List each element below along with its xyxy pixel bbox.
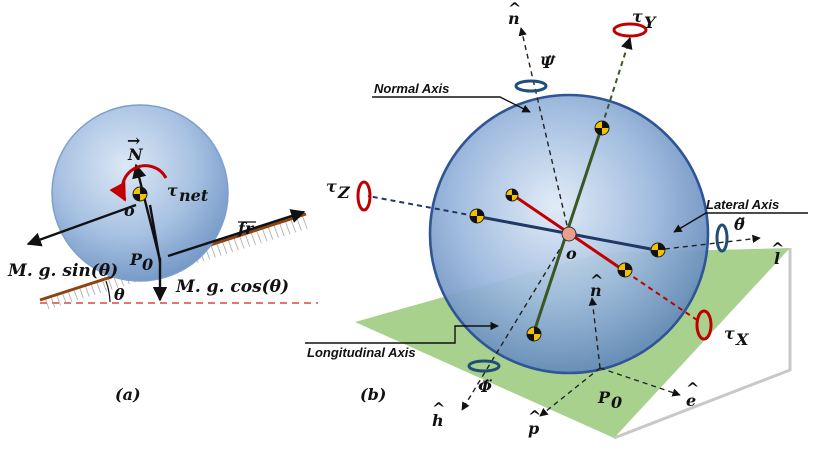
n-hat-plane-label: n [590, 281, 602, 300]
n-hat-top-label: n [508, 9, 520, 28]
friction-arrow [167, 209, 306, 258]
psi-label: Ψ̈ [540, 53, 556, 72]
marker-right [650, 242, 666, 258]
gravity-normal-label: M. g. cos(θ) [175, 277, 289, 297]
normal-force-vec: → [127, 131, 140, 150]
phi-label: Φ̈ [478, 377, 492, 396]
h-hat-hat: ^ [432, 399, 445, 418]
panel-a: θ N → τ net o M. g. sin(θ) P 0 M. g. cos… [7, 104, 318, 404]
tau-z-sub: Z [337, 183, 351, 202]
theta-rotation: θ̈ [715, 215, 745, 253]
angle-arc [105, 280, 111, 303]
plane-support [613, 248, 792, 440]
tau-x-label: τ [724, 324, 735, 343]
green-axis-dashed [601, 36, 633, 127]
e-hat-hat: ^ [686, 379, 699, 398]
e-hat-label: e [686, 391, 696, 410]
normal-force-label: N [127, 145, 144, 164]
angle-label: θ [114, 285, 125, 304]
lateral-axis-label: Lateral Axis [706, 197, 779, 212]
center-marker-a [132, 186, 148, 202]
torque-net-sub: net [179, 186, 209, 205]
theta-label: θ̈ [734, 215, 745, 234]
normal-axis-leader [372, 96, 531, 113]
p-hat-label: p [528, 419, 539, 438]
caption-b: (b) [360, 385, 386, 404]
tau-z-rotation: τ Z [326, 177, 372, 212]
marker-red-back [505, 188, 519, 202]
marker-bottom [526, 326, 542, 342]
tau-x-sub: X [735, 330, 749, 349]
marker-red-front [617, 262, 633, 278]
gravity-parallel-label: M. g. sin(θ) [7, 261, 118, 281]
psi-rotation: Ψ̈ [514, 53, 556, 93]
red-axis-dashed [625, 271, 701, 323]
contact-sub-b: 0 [611, 393, 622, 412]
torque-net-arc [109, 164, 168, 202]
gravity-parallel-arrow [26, 203, 137, 247]
center-label-b: o [566, 244, 577, 263]
lateral-axis-leader [673, 212, 808, 233]
contact-to-center-line [148, 204, 162, 263]
longitudinal-axis-label: Longitudinal Axis [307, 345, 416, 360]
phi-rotation: Φ̈ [467, 359, 501, 396]
navy-axis-dashed [367, 195, 476, 217]
torque-net-label: τ [167, 181, 178, 200]
normal-axis-lower [461, 233, 570, 411]
tau-y-rotation: τ Y [612, 7, 657, 38]
normal-axis-label: Normal Axis [374, 81, 449, 96]
n-hat-top-hat: ^ [508, 0, 521, 18]
center-marker-b [561, 226, 577, 242]
l-hat-label: l [774, 249, 780, 268]
contact-sub-a: 0 [142, 255, 153, 274]
tau-y-sub: Y [644, 13, 657, 32]
marker-left [469, 208, 485, 224]
longitudinal-axis-leader [305, 321, 499, 344]
n-hat-plane-hat: ^ [590, 271, 603, 290]
plane-normal-arrow [588, 297, 601, 369]
center-label-a: o [124, 201, 135, 220]
p-hat-hat: ^ [528, 407, 541, 426]
tau-x-rotation: τ X [695, 309, 749, 349]
h-hat-label: h [432, 411, 444, 430]
tau-y-label: τ [632, 7, 643, 26]
contact-label-a: P [129, 250, 143, 269]
contact-label-b: P [597, 388, 611, 407]
p-axis-arrow [539, 367, 601, 417]
panel-b: o τ Y τ Z τ X Ψ̈ θ̈ Φ̈ [305, 0, 808, 440]
caption-a: (a) [115, 385, 141, 404]
marker-top [594, 120, 610, 136]
friction-label: fr [237, 219, 255, 238]
l-hat-hat: ^ [771, 239, 784, 258]
tau-z-label: τ [326, 177, 337, 196]
